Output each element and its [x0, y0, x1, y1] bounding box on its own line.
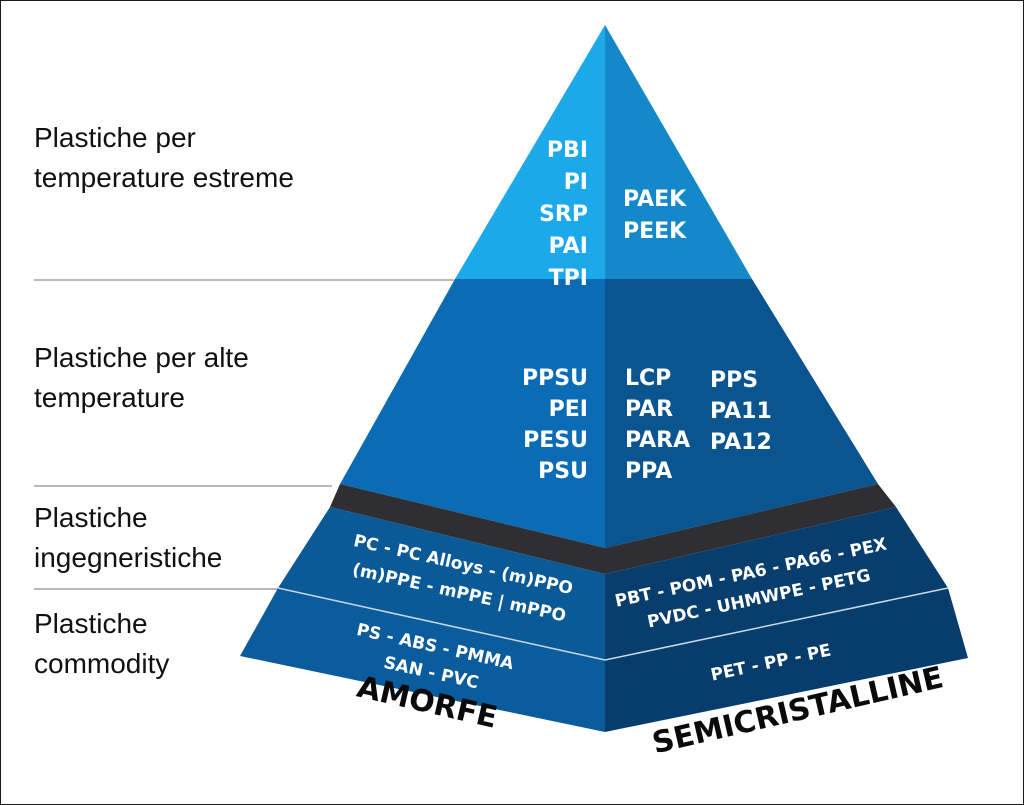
tier-label-commodity: Plastiche commodity — [34, 604, 169, 684]
middle-right-polymers-b: PPS PA11 PA12 — [710, 368, 772, 455]
middle-left-polymers: PPSU PEI PESU PSU — [522, 366, 588, 484]
middle-right-polymers-a: LCP PAR PARA PPA — [625, 366, 690, 484]
polymer-label: PPA — [625, 459, 672, 484]
tier-label-engineering-line2: ingegneristiche — [34, 542, 223, 573]
polymer-label: LCP — [625, 366, 671, 391]
polymer-label: PEEK — [623, 219, 687, 244]
tier-label-engineering-line1: Plastiche — [34, 502, 148, 533]
tier-label-commodity-line2: commodity — [34, 648, 170, 679]
polymer-label: PPSU — [522, 366, 588, 391]
polymer-label: PBI — [547, 138, 588, 163]
tier-label-commodity-line1: Plastiche — [34, 608, 148, 639]
polymer-label: PPS — [710, 368, 758, 393]
polymer-label: PA12 — [710, 430, 772, 455]
separator-extreme — [34, 279, 454, 281]
pyramid-top-right-face — [605, 25, 752, 279]
band-separator-left — [277, 587, 606, 661]
polymer-label: PAR — [625, 397, 673, 422]
polymer-label: PAEK — [623, 187, 687, 212]
polymer-label: PI — [564, 170, 588, 195]
polymer-label: PA11 — [710, 399, 772, 424]
tier-label-high-line2: temperature — [34, 382, 185, 413]
pyramid-engineering-left-face — [278, 507, 605, 660]
polymer-label: PAI — [549, 234, 588, 259]
tier-label-extreme-line2: temperature estreme — [34, 162, 294, 193]
polymer-label: TPI — [549, 266, 588, 291]
separator-engineering — [34, 588, 288, 590]
top-right-polymers: PAEK PEEK — [623, 187, 687, 244]
polymer-label: PEI — [549, 397, 588, 422]
band-separator-right — [604, 587, 949, 661]
polymer-label: PARA — [625, 428, 690, 453]
pyramid-middle-left-face — [340, 279, 605, 548]
pyramid-top-left-face — [455, 25, 605, 279]
tier-label-high: Plastiche per alte temperature — [34, 338, 249, 418]
polymer-label: PSU — [538, 459, 588, 484]
tier-label-high-line1: Plastiche per alte — [34, 342, 249, 373]
pyramid-middle-right-face — [605, 279, 878, 548]
polymer-label: PESU — [523, 428, 588, 453]
pyramid-dark-gap — [330, 484, 896, 574]
top-left-polymers: PBI PI SRP PAI TPI — [539, 138, 588, 291]
tier-label-extreme: Plastiche per temperature estreme — [34, 118, 294, 198]
separator-high — [34, 485, 332, 487]
polymer-label: SRP — [539, 202, 588, 227]
pyramid-commodity-right-face — [605, 588, 968, 732]
pyramid-commodity-left-face — [240, 588, 605, 732]
tier-label-extreme-line1: Plastiche per — [34, 122, 196, 153]
tier-label-engineering: Plastiche ingegneristiche — [34, 498, 222, 578]
pyramid-engineering-right-face — [605, 507, 948, 660]
